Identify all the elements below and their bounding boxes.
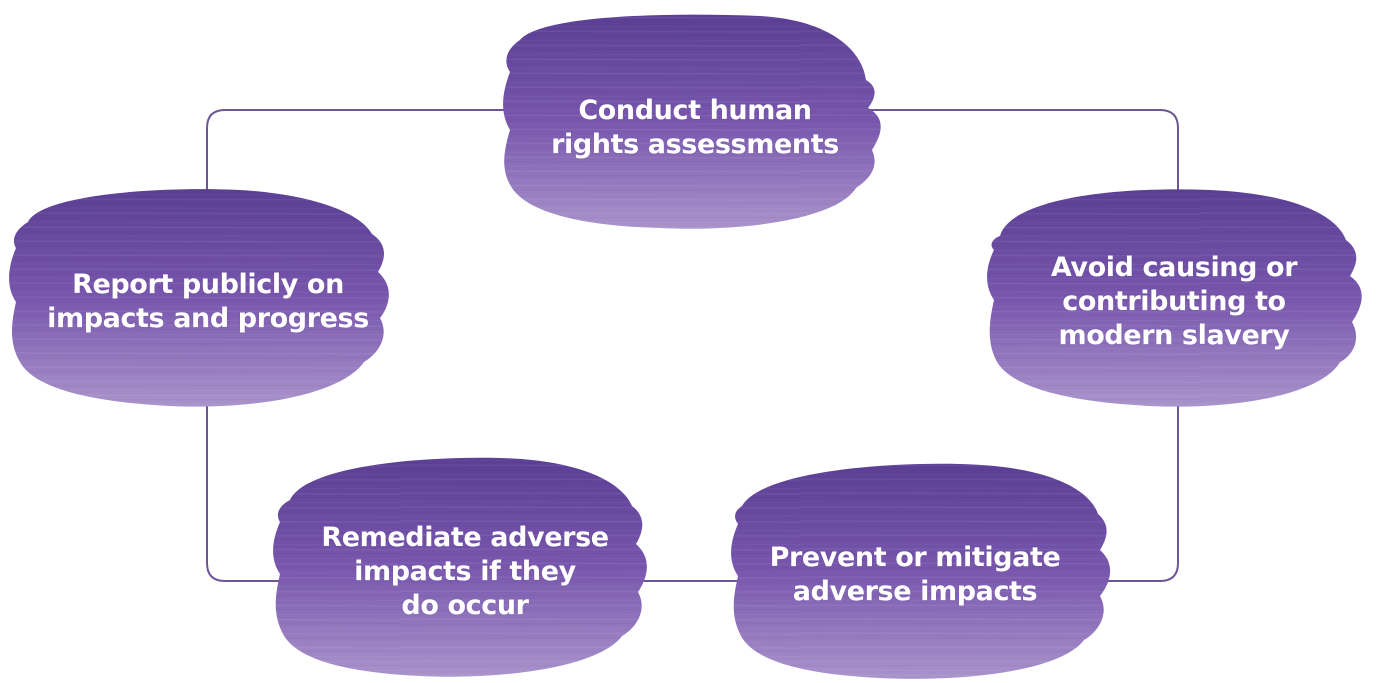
step-5-label: Report publicly on impacts and progress [47, 268, 369, 334]
step-2-label: Avoid causing or contributing to modern … [1050, 251, 1298, 351]
cycle-connector-loop [206, 109, 1179, 582]
step-3-brush-blob [731, 463, 1111, 679]
step-1-label: Conduct human rights assessments [551, 94, 839, 160]
step-3-label: Prevent or mitigate adverse impacts [769, 541, 1061, 607]
step-5-brush-blob [9, 189, 389, 407]
step-2-brush-blob [987, 189, 1362, 407]
step-4-label: Remediate adverse impacts if they do occ… [321, 521, 609, 621]
step-4-brush-blob [273, 457, 647, 677]
step-1-brush-blob [503, 14, 881, 229]
